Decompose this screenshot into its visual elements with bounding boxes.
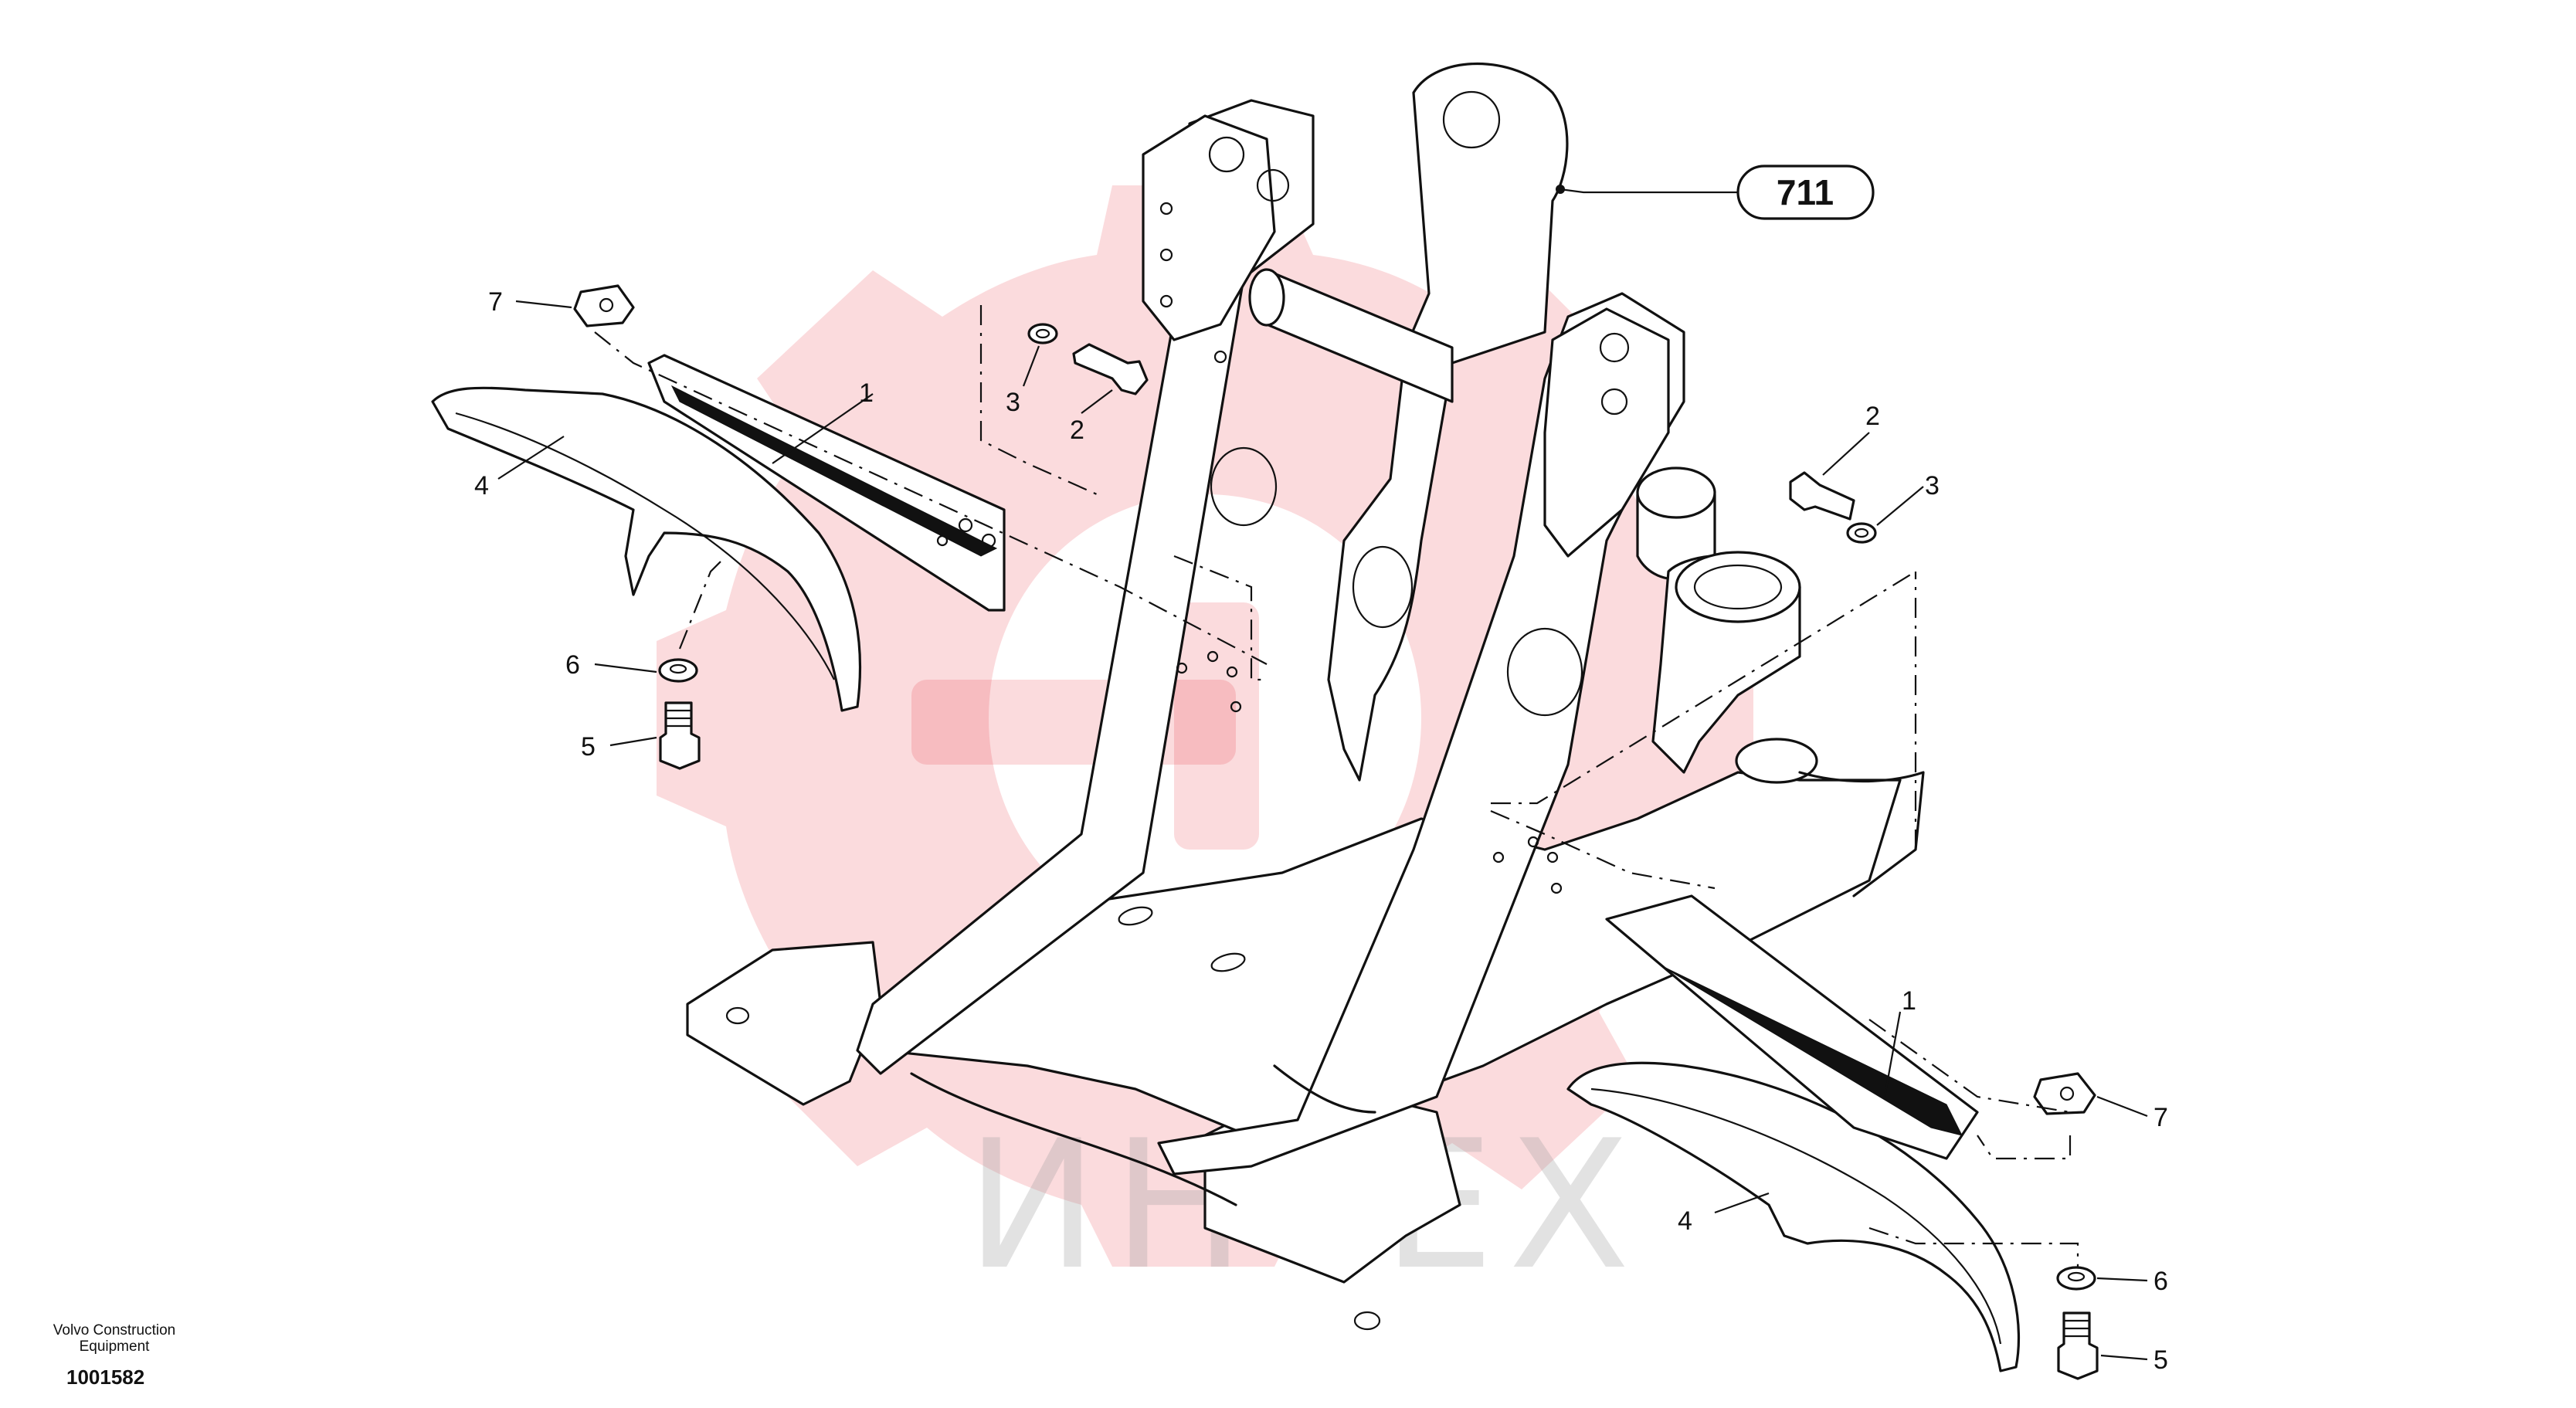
callout-5-right: 5: [2153, 1345, 2168, 1375]
brand-line-2: Equipment: [79, 1338, 150, 1355]
loader-frame: [686, 62, 1925, 1331]
left-cover-assembly: [431, 284, 1268, 770]
callout-1-left: 1: [859, 378, 874, 408]
right-fender-cover: [1566, 1061, 2021, 1372]
callout-2-left: 2: [1070, 416, 1084, 445]
callout-2-right: 2: [1865, 402, 1880, 431]
drawing-number: 1001582: [66, 1366, 145, 1389]
callout-leaders: [497, 300, 2148, 1361]
left-fender-cover: [431, 386, 862, 712]
callout-7-right: 7: [2153, 1103, 2168, 1132]
right-bolt-upper: [1789, 471, 1855, 521]
callout-5-left: 5: [581, 732, 596, 762]
reference-711-badge: 711: [1556, 165, 1875, 220]
callout-6-right: 6: [2153, 1267, 2168, 1296]
left-clip-nut: [573, 284, 635, 327]
left-bolt-upper: [1072, 343, 1149, 395]
callout-labels: 1 2 3 4 5 6 7 1 2 3 4 5 6 7: [474, 287, 2168, 1375]
callout-6-left: 6: [565, 650, 580, 680]
right-washer-upper: [1846, 522, 1877, 544]
right-bolt-lower: [2057, 1311, 2099, 1380]
reference-label: 711: [1777, 172, 1834, 212]
left-washer-lower: [658, 658, 698, 683]
callout-7-left: 7: [488, 287, 503, 317]
right-clip-nut: [2033, 1072, 2096, 1115]
callout-4-right: 4: [1678, 1206, 1692, 1236]
callout-1-right: 1: [1902, 986, 1916, 1016]
callout-3-left: 3: [1006, 388, 1020, 417]
callout-4-left: 4: [474, 471, 489, 500]
callout-3-right: 3: [1925, 471, 1940, 500]
right-washer-lower: [2056, 1266, 2096, 1291]
brand-line-1: Volvo Construction: [53, 1322, 176, 1338]
right-cover-assembly: [1490, 471, 2099, 1380]
left-washer-upper: [1027, 323, 1058, 344]
brand-caption: Volvo Construction Equipment: [37, 1322, 192, 1355]
